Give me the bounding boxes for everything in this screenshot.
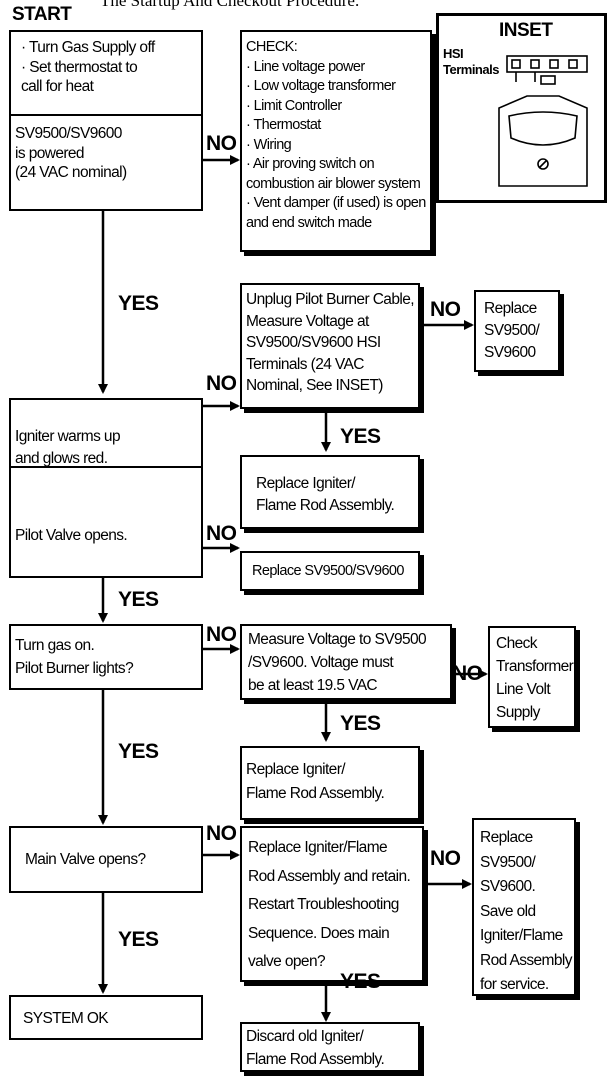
pilot-burner-text: Turn gas on. Pilot Burner lights?: [15, 637, 134, 677]
check-list-text: CHECK: · Line voltage power · Low voltag…: [246, 39, 426, 231]
pilot-burner-box: Turn gas on. Pilot Burner lights?: [9, 624, 203, 690]
no-label: NO: [430, 298, 461, 321]
system-ok-text: SYSTEM OK: [23, 1010, 109, 1027]
replace-controller-box: Replace SV9500/ SV9600: [474, 290, 560, 372]
yes-label: YES: [118, 740, 159, 763]
replace-save-box: Replace SV9500/ SV9600. Save old Igniter…: [472, 818, 576, 996]
main-valve-box: Main Valve opens?: [9, 826, 203, 893]
system-ok-box: SYSTEM OK: [9, 995, 203, 1040]
yes-label: YES: [340, 970, 381, 993]
replace-controller-text: Replace SV9500/ SV9600: [484, 300, 540, 361]
unplug-box: Unplug Pilot Burner Cable, Measure Volta…: [240, 283, 420, 409]
yes-label: YES: [340, 425, 381, 448]
hsi-terminals-label: HSI Terminals: [443, 46, 499, 77]
no-label: NO: [206, 822, 237, 845]
replace-controller-box: Replace SV9500/SV9600: [240, 551, 420, 591]
discard-box: Discard old Igniter/ Flame Rod Assembly.: [240, 1022, 420, 1072]
igniter-warms-text: Igniter warms up and glows red.: [15, 428, 121, 467]
replace-igniter-box: Replace Igniter/ Flame Rod Assembly.: [240, 455, 420, 529]
no-label: NO: [206, 132, 237, 155]
replace-retain-text: Replace Igniter/Flame Rod Assembly and r…: [248, 839, 411, 970]
measure-voltage-text: Measure Voltage to SV9500 /SV9600. Volta…: [248, 631, 427, 694]
replace-controller-text: Replace SV9500/SV9600: [252, 563, 404, 579]
no-label: NO: [206, 623, 237, 646]
control-module-illustration: [498, 55, 588, 187]
pilot-valve-text: Pilot Valve opens.: [15, 527, 128, 544]
check-transformer-text: Check Transformer Line Volt Supply: [496, 635, 574, 721]
start-box-divider: [11, 114, 201, 116]
no-label: NO: [452, 662, 483, 685]
igniter-box: Igniter warms up and glows red. Pilot Va…: [9, 398, 203, 578]
start-step-text: · Turn Gas Supply off · Set thermostat t…: [21, 39, 155, 95]
discard-text: Discard old Igniter/ Flame Rod Assembly.: [246, 1028, 385, 1068]
check-box: CHECK: · Line voltage power · Low voltag…: [240, 30, 432, 252]
inset-title: INSET: [499, 20, 553, 41]
start-label: START: [12, 4, 72, 25]
replace-save-text: Replace SV9500/ SV9600. Save old Igniter…: [480, 829, 572, 993]
no-label: NO: [430, 847, 461, 870]
powered-step-text: SV9500/SV9600 is powered (24 VAC nominal…: [15, 125, 127, 181]
replace-igniter-text: Replace Igniter/ Flame Rod Assembly.: [246, 761, 385, 802]
main-valve-text: Main Valve opens?: [25, 851, 146, 868]
no-label: NO: [206, 522, 237, 545]
yes-label: YES: [118, 292, 159, 315]
no-label: NO: [206, 372, 237, 395]
replace-igniter-text: Replace Igniter/ Flame Rod Assembly.: [256, 475, 395, 514]
check-transformer-box: Check Transformer Line Volt Supply: [488, 626, 576, 728]
yes-label: YES: [118, 588, 159, 611]
igniter-box-divider: [11, 466, 201, 468]
replace-retain-box: Replace Igniter/Flame Rod Assembly and r…: [240, 826, 424, 982]
yes-label: YES: [340, 712, 381, 735]
unplug-step-text: Unplug Pilot Burner Cable, Measure Volta…: [246, 291, 415, 394]
start-box: · Turn Gas Supply off · Set thermostat t…: [9, 30, 203, 211]
replace-igniter-box: Replace Igniter/ Flame Rod Assembly.: [240, 746, 420, 820]
diagram-title: The Startup And Checkout Procedure.: [100, 0, 360, 10]
yes-label: YES: [118, 928, 159, 951]
inset-box: INSET HSI Terminals: [436, 13, 607, 203]
measure-voltage-box: Measure Voltage to SV9500 /SV9600. Volta…: [240, 624, 452, 700]
